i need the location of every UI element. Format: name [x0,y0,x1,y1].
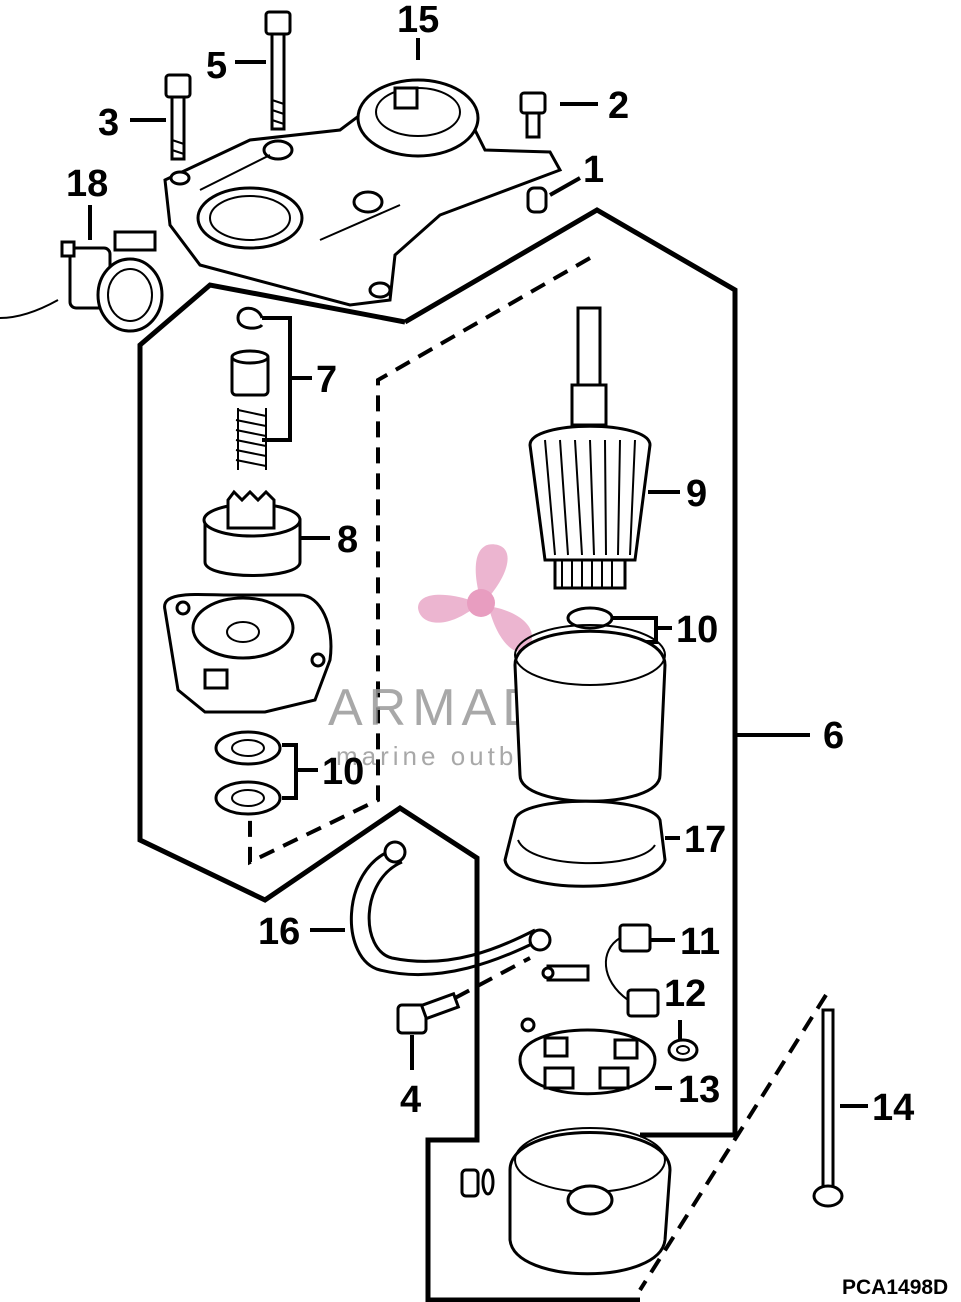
callout-6: 6 [823,715,844,757]
callout-15: 15 [397,0,439,41]
callout-11: 11 [680,921,720,963]
callout-13: 13 [678,1069,720,1111]
bolt-2 [519,91,547,139]
callout-4: 4 [400,1079,421,1121]
callout-10-right: 10 [676,609,718,651]
callout-18: 18 [66,163,108,205]
callout-labels: 1 2 3 4 5 6 7 8 9 10 10 11 12 13 14 15 1… [66,0,914,1129]
part-7-pinion-stop [230,306,292,470]
callout-10-left: 10 [322,751,364,793]
callout-2: 2 [608,85,629,127]
inner-dashed-boundary [248,256,828,1292]
armature-9 [528,306,652,590]
leader-lines [88,38,868,1108]
solenoid-18 [0,230,164,333]
bolt-4 [396,991,461,1035]
assembly-6-boundary [137,207,738,1302]
callout-1: 1 [583,149,604,191]
strap-16 [350,840,552,977]
callout-17: 17 [684,819,726,861]
callout-7: 7 [316,359,337,401]
pin-1 [526,186,548,214]
brush-11 [541,923,660,1018]
drive-end-frame [163,592,333,714]
callout-16: 16 [258,911,300,953]
drive-pinion-8 [202,489,302,577]
field-frame [513,624,667,803]
through-bolt-14 [812,1008,844,1208]
callout-14: 14 [872,1087,914,1129]
propeller-icon [418,544,533,652]
callout-3: 3 [98,102,119,144]
callout-9: 9 [686,473,707,515]
callout-8: 8 [337,519,358,561]
diagram-code: PCA1498D [842,1276,948,1299]
spring-12 [667,1038,699,1062]
bolt-3 [164,73,192,161]
band-17 [503,799,667,888]
washers-10-left [214,730,298,816]
drive-end-bracket [163,78,563,307]
callout-5: 5 [206,45,227,87]
callout-12: 12 [664,973,706,1015]
commutator-end-cap [460,1127,672,1276]
brush-plate-13 [518,1017,657,1096]
bolt-5 [264,10,292,131]
